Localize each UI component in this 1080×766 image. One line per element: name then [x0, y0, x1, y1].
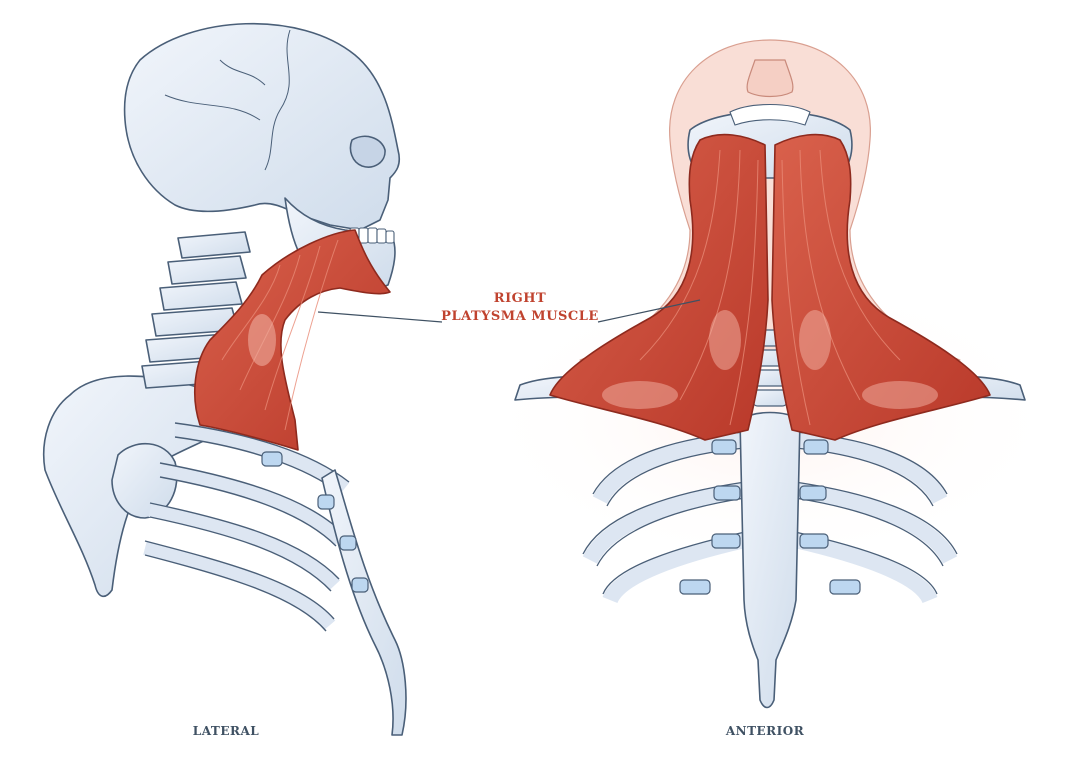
humerus-head [111, 442, 178, 519]
muscle-highlight-right [799, 310, 831, 370]
lateral-view [42, 22, 407, 736]
muscle-highlight-lateral [248, 314, 276, 366]
sternum-lateral [321, 469, 407, 736]
muscle-highlight-shoulder-left [602, 381, 678, 409]
muscle-label-line1: RIGHT [493, 291, 547, 306]
cervical-vertebrae [141, 231, 251, 389]
muscle-highlight-left [709, 310, 741, 370]
platysma-lateral-fibers [221, 239, 339, 431]
teeth-anterior [729, 103, 811, 126]
platysma-anterior-fibers [639, 149, 901, 426]
nose [746, 59, 794, 98]
sternum-anterior [739, 411, 801, 709]
muscle-label-line2: PLATYSMA MUSCLE [441, 309, 599, 324]
leader-lines [317, 299, 701, 323]
costal-cartilage-lateral [261, 451, 369, 593]
leader-line-lateral [317, 311, 443, 323]
muscle-highlight-shoulder-right [862, 381, 938, 409]
head-skin [579, 39, 961, 361]
view-label-anterior: ANTERIOR [725, 724, 805, 738]
view-label-lateral: LATERAL [192, 724, 260, 738]
skull-lateral [123, 22, 401, 231]
eye-socket-lateral [349, 135, 386, 168]
leader-line-anterior [597, 299, 701, 323]
muscle-label: RIGHT PLATYSMA MUSCLE [430, 290, 610, 326]
platysma-lateral [194, 229, 391, 451]
skull-sutures [164, 29, 291, 171]
costal-cartilage-anterior [679, 439, 861, 595]
anterior-view [470, 39, 1070, 709]
